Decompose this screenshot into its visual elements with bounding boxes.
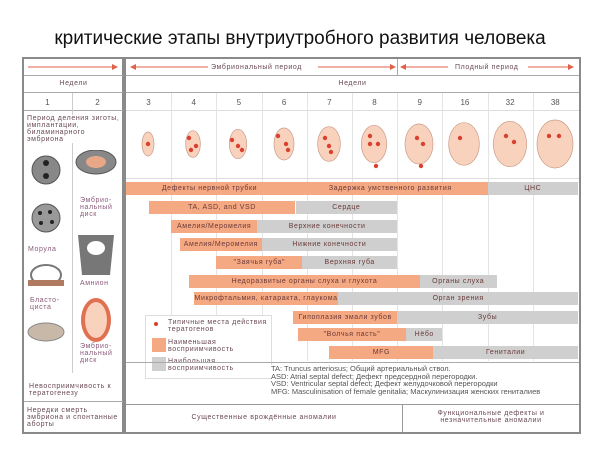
main-panel (124, 57, 581, 434)
defect-label: "Заячья губа" (233, 259, 286, 266)
defect-label: Недоразвитые органы слуха и глухота (231, 278, 378, 285)
embryonic-disc-label-2: Эмбрио-нальный диск (80, 343, 113, 364)
defect-label: Задержка умственного развития (328, 185, 452, 192)
legend-grey-label: Наибольшая восприимчивость (168, 358, 234, 372)
outcome-text: Нередки смерть эмбриона и спонтанные або… (27, 407, 118, 428)
defect-label: MFG (372, 349, 391, 356)
embryo-illustration (229, 128, 248, 160)
note: TA: Truncus arteriosus; Общий артериальн… (271, 364, 451, 373)
organ-bar: Сердце (295, 201, 398, 214)
immunity-text: Невосприимчивость к тератогенезу (29, 383, 112, 397)
teratogen-dot-icon (154, 322, 158, 326)
major-anomalies: Существенные врождённые аномалии (191, 414, 337, 421)
morula-label: Морула (28, 246, 57, 253)
embryo-illustration (273, 127, 294, 161)
legend-dot-label: Типичные места действия тератогенов (168, 319, 267, 333)
amnion-label: Амнион (80, 280, 109, 287)
organ-bar: ЦНС (487, 182, 578, 195)
legend: Типичные места действия тератогенов Наим… (145, 315, 272, 379)
organ-bar: Гениталии (433, 346, 578, 359)
defect-label: Амелия/Меромелия (176, 223, 252, 230)
defect-label: Дефекты нервной трубки (161, 185, 258, 192)
organ-bar: Орган зрения (338, 292, 578, 305)
legend-grey-swatch (152, 357, 166, 371)
defect-bar: Гипоплазия эмали зубов (293, 311, 398, 324)
note: ASD: Atrial septal defect; Дефект предсе… (271, 371, 478, 381)
left-panel (22, 57, 124, 434)
week-16: 16 (460, 98, 470, 107)
organ-bar: Зубы (397, 311, 578, 324)
week-9: 9 (417, 98, 422, 107)
page-title: критические этапы внутриутробного развит… (54, 28, 546, 49)
period-text: Период деления зиготы, имплантации, била… (27, 115, 122, 143)
defect-bar: "Заячья губа" (216, 256, 303, 269)
defect-bar: TA, ASD, and VSD (148, 201, 296, 214)
organ-bar: Верхние конечности (257, 220, 398, 233)
embryo-illustration (185, 130, 201, 158)
abbreviation-notes: TA: Truncus arteriosus; Общий артериальн… (271, 365, 576, 395)
embryo-illustration (536, 119, 574, 169)
fetal-period-label: Плодный период (452, 64, 522, 71)
week-2: 2 (95, 98, 100, 107)
defect-bar: Недоразвитые органы слуха и глухота (189, 275, 420, 288)
defect-label: Микрофтальмия, катаракта, глаукома (194, 295, 338, 302)
defect-label: Гипоплазия эмали зубов (298, 314, 392, 321)
embryo-illustration (448, 122, 481, 166)
blastocyst-label: Бласто-циста (30, 297, 60, 311)
early-embryo-illustrations (27, 150, 117, 342)
week-7: 7 (327, 98, 332, 107)
defect-bar: Амелия/Меромелия (180, 238, 262, 251)
legend-orange-label: Наименьшая восприимчивость (168, 339, 234, 353)
organ-bar: Нёбо (406, 328, 443, 341)
organ-bar: Верхняя губа (302, 256, 398, 269)
week-4: 4 (191, 98, 196, 107)
defect-bar: Микрофтальмия, катаракта, глаукома (193, 292, 339, 305)
embryo-illustration (317, 126, 341, 162)
defect-bar: Дефекты нервной трубки Задержка умственно… (126, 182, 488, 195)
week-6: 6 (281, 98, 287, 107)
note: MFG: Masculinisation of female genitalia… (271, 386, 541, 396)
defect-bar: "Волчья пасть" (297, 328, 407, 341)
week-5: 5 (236, 98, 242, 107)
embryo-illustration (404, 123, 434, 169)
week-1: 1 (45, 98, 50, 107)
embryo-illustration (360, 124, 388, 169)
defect-bar: MFG (329, 346, 434, 359)
legend-orange-swatch (152, 338, 166, 352)
week-38: 38 (550, 98, 560, 107)
embryonic-disc-label: Эмбрио-нальный диск (80, 197, 113, 218)
organ-bar: Органы слуха (419, 275, 497, 288)
organ-bar: Нижние конечности (261, 238, 398, 251)
period-arrows (130, 64, 574, 70)
week-8: 8 (372, 98, 377, 107)
defect-label: TA, ASD, and VSD (188, 204, 256, 211)
embryo-illustration (492, 120, 527, 168)
week-32: 32 (505, 98, 515, 107)
weeks-label: Недели (338, 80, 367, 87)
weeks-label-left: Недели (59, 80, 88, 87)
defect-bar: Амелия/Меромелия (171, 220, 258, 233)
embryo-illustration (141, 131, 155, 157)
arrow-icon (28, 64, 118, 70)
defect-label: Амелия/Меромелия (183, 241, 259, 248)
embryonic-period-label: Эмбриональный период (208, 64, 305, 71)
defect-label: "Волчья пасть" (323, 331, 381, 338)
week-3: 3 (146, 98, 151, 107)
note: VSD: Ventricular septal defect; Дефект ж… (271, 379, 498, 388)
minor-anomalies: Функциональные дефекты и незначительные … (437, 410, 545, 424)
